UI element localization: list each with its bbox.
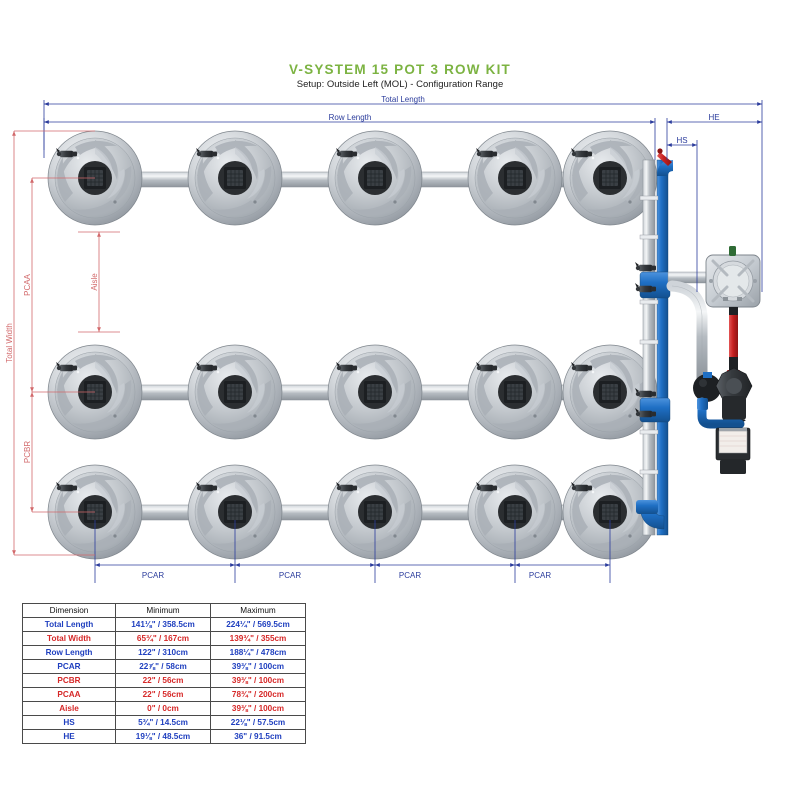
dimension-table: Dimension Minimum Maximum Total Length 1…: [22, 603, 306, 744]
table-row: HS 5¾" / 14.5cm 22⅛" / 57.5cm: [22, 715, 306, 730]
label-pcar-1: PCAR: [142, 571, 164, 580]
label-pcar-3: PCAR: [399, 571, 421, 580]
label-he: HE: [708, 113, 719, 122]
row-max-pcbr: 39⅜" / 100cm: [210, 673, 306, 688]
row-max-pcaa: 78¾" / 200cm: [210, 687, 306, 702]
row-max-row-length: 188¼" / 478cm: [210, 645, 306, 660]
row-name-hs: HS: [22, 715, 116, 730]
table-row: PCAR 22⅞" / 58cm 39⅜" / 100cm: [22, 659, 306, 674]
row-name-total-length: Total Length: [22, 617, 116, 632]
label-aisle: Aisle: [90, 273, 99, 291]
row-min-aisle: 0" / 0cm: [115, 701, 211, 716]
row-min-pcbr: 22" / 56cm: [115, 673, 211, 688]
row-name-pcaa: PCAA: [22, 687, 116, 702]
row-min-he: 19⅛" / 48.5cm: [115, 729, 211, 744]
pcar-dimension-lines: [94, 520, 611, 583]
row-max-he: 36" / 91.5cm: [210, 729, 306, 744]
vertical-dimension-labels: Total Width PCAA PCBR Aisle: [5, 273, 99, 463]
label-hs: HS: [676, 136, 687, 145]
label-total-length: Total Length: [381, 95, 425, 104]
label-pcaa: PCAA: [23, 273, 32, 295]
table-row: Total Width 65¾" / 167cm 139¾" / 355cm: [22, 631, 306, 646]
row-name-row-length: Row Length: [22, 645, 116, 660]
table-row: HE 19⅛" / 48.5cm 36" / 91.5cm: [22, 729, 306, 744]
dimension-lines-horizontal: [43, 100, 763, 292]
pot-row-2: [47, 344, 658, 440]
horizontal-dimension-labels: Total Length Row Length HE HS: [329, 95, 720, 145]
label-row-length: Row Length: [329, 113, 372, 122]
row-max-total-width: 139¾" / 355cm: [210, 631, 306, 646]
pot-row-1: [47, 130, 658, 226]
row-max-hs: 22⅛" / 57.5cm: [210, 715, 306, 730]
row-min-row-length: 122" / 310cm: [115, 645, 211, 660]
pcar-labels: PCAR PCAR PCAR PCAR: [142, 571, 551, 580]
row-name-he: HE: [22, 729, 116, 744]
pot-rows: [47, 130, 658, 560]
table-row: Total Length 141⅛" / 358.5cm 224¼" / 569…: [22, 617, 306, 632]
row-name-total-width: Total Width: [22, 631, 116, 646]
table-row: PCBR 22" / 56cm 39⅜" / 100cm: [22, 673, 306, 688]
row-name-aisle: Aisle: [22, 701, 116, 716]
header-maximum: Maximum: [210, 603, 306, 618]
header-dimension: Dimension: [22, 603, 116, 618]
row-name-pcbr: PCBR: [22, 673, 116, 688]
dimension-lines-vertical: [12, 130, 120, 556]
vertical-manifold: [635, 148, 673, 536]
row-max-pcar: 39⅜" / 100cm: [210, 659, 306, 674]
pot-row-3: [47, 464, 658, 560]
page-title: V-SYSTEM 15 POT 3 ROW KIT: [288, 62, 512, 77]
row-min-total-width: 65¾" / 167cm: [115, 631, 211, 646]
row-max-total-length: 224¼" / 569.5cm: [210, 617, 306, 632]
table-row: Aisle 0" / 0cm 39⅜" / 100cm: [22, 701, 306, 716]
label-total-width: Total Width: [5, 323, 14, 363]
table-row: Row Length 122" / 310cm 188¼" / 478cm: [22, 645, 306, 660]
row-min-hs: 5¾" / 14.5cm: [115, 715, 211, 730]
table-header-row: Dimension Minimum Maximum: [22, 603, 306, 618]
label-pcbr: PCBR: [23, 441, 32, 463]
header-minimum: Minimum: [115, 603, 211, 618]
table-row: PCAA 22" / 56cm 78¾" / 200cm: [22, 687, 306, 702]
label-pcar-2: PCAR: [279, 571, 301, 580]
row-min-pcar: 22⅞" / 58cm: [115, 659, 211, 674]
row-max-aisle: 39⅜" / 100cm: [210, 701, 306, 716]
page-subtitle: Setup: Outside Left (MOL) - Configuratio…: [296, 79, 504, 90]
label-pcar-4: PCAR: [529, 571, 551, 580]
row-min-total-length: 141⅛" / 358.5cm: [115, 617, 211, 632]
row-min-pcaa: 22" / 56cm: [115, 687, 211, 702]
row-name-pcar: PCAR: [22, 659, 116, 674]
reservoir-assembly: [666, 246, 761, 474]
header: V-SYSTEM 15 POT 3 ROW KIT Setup: Outside…: [0, 62, 800, 91]
